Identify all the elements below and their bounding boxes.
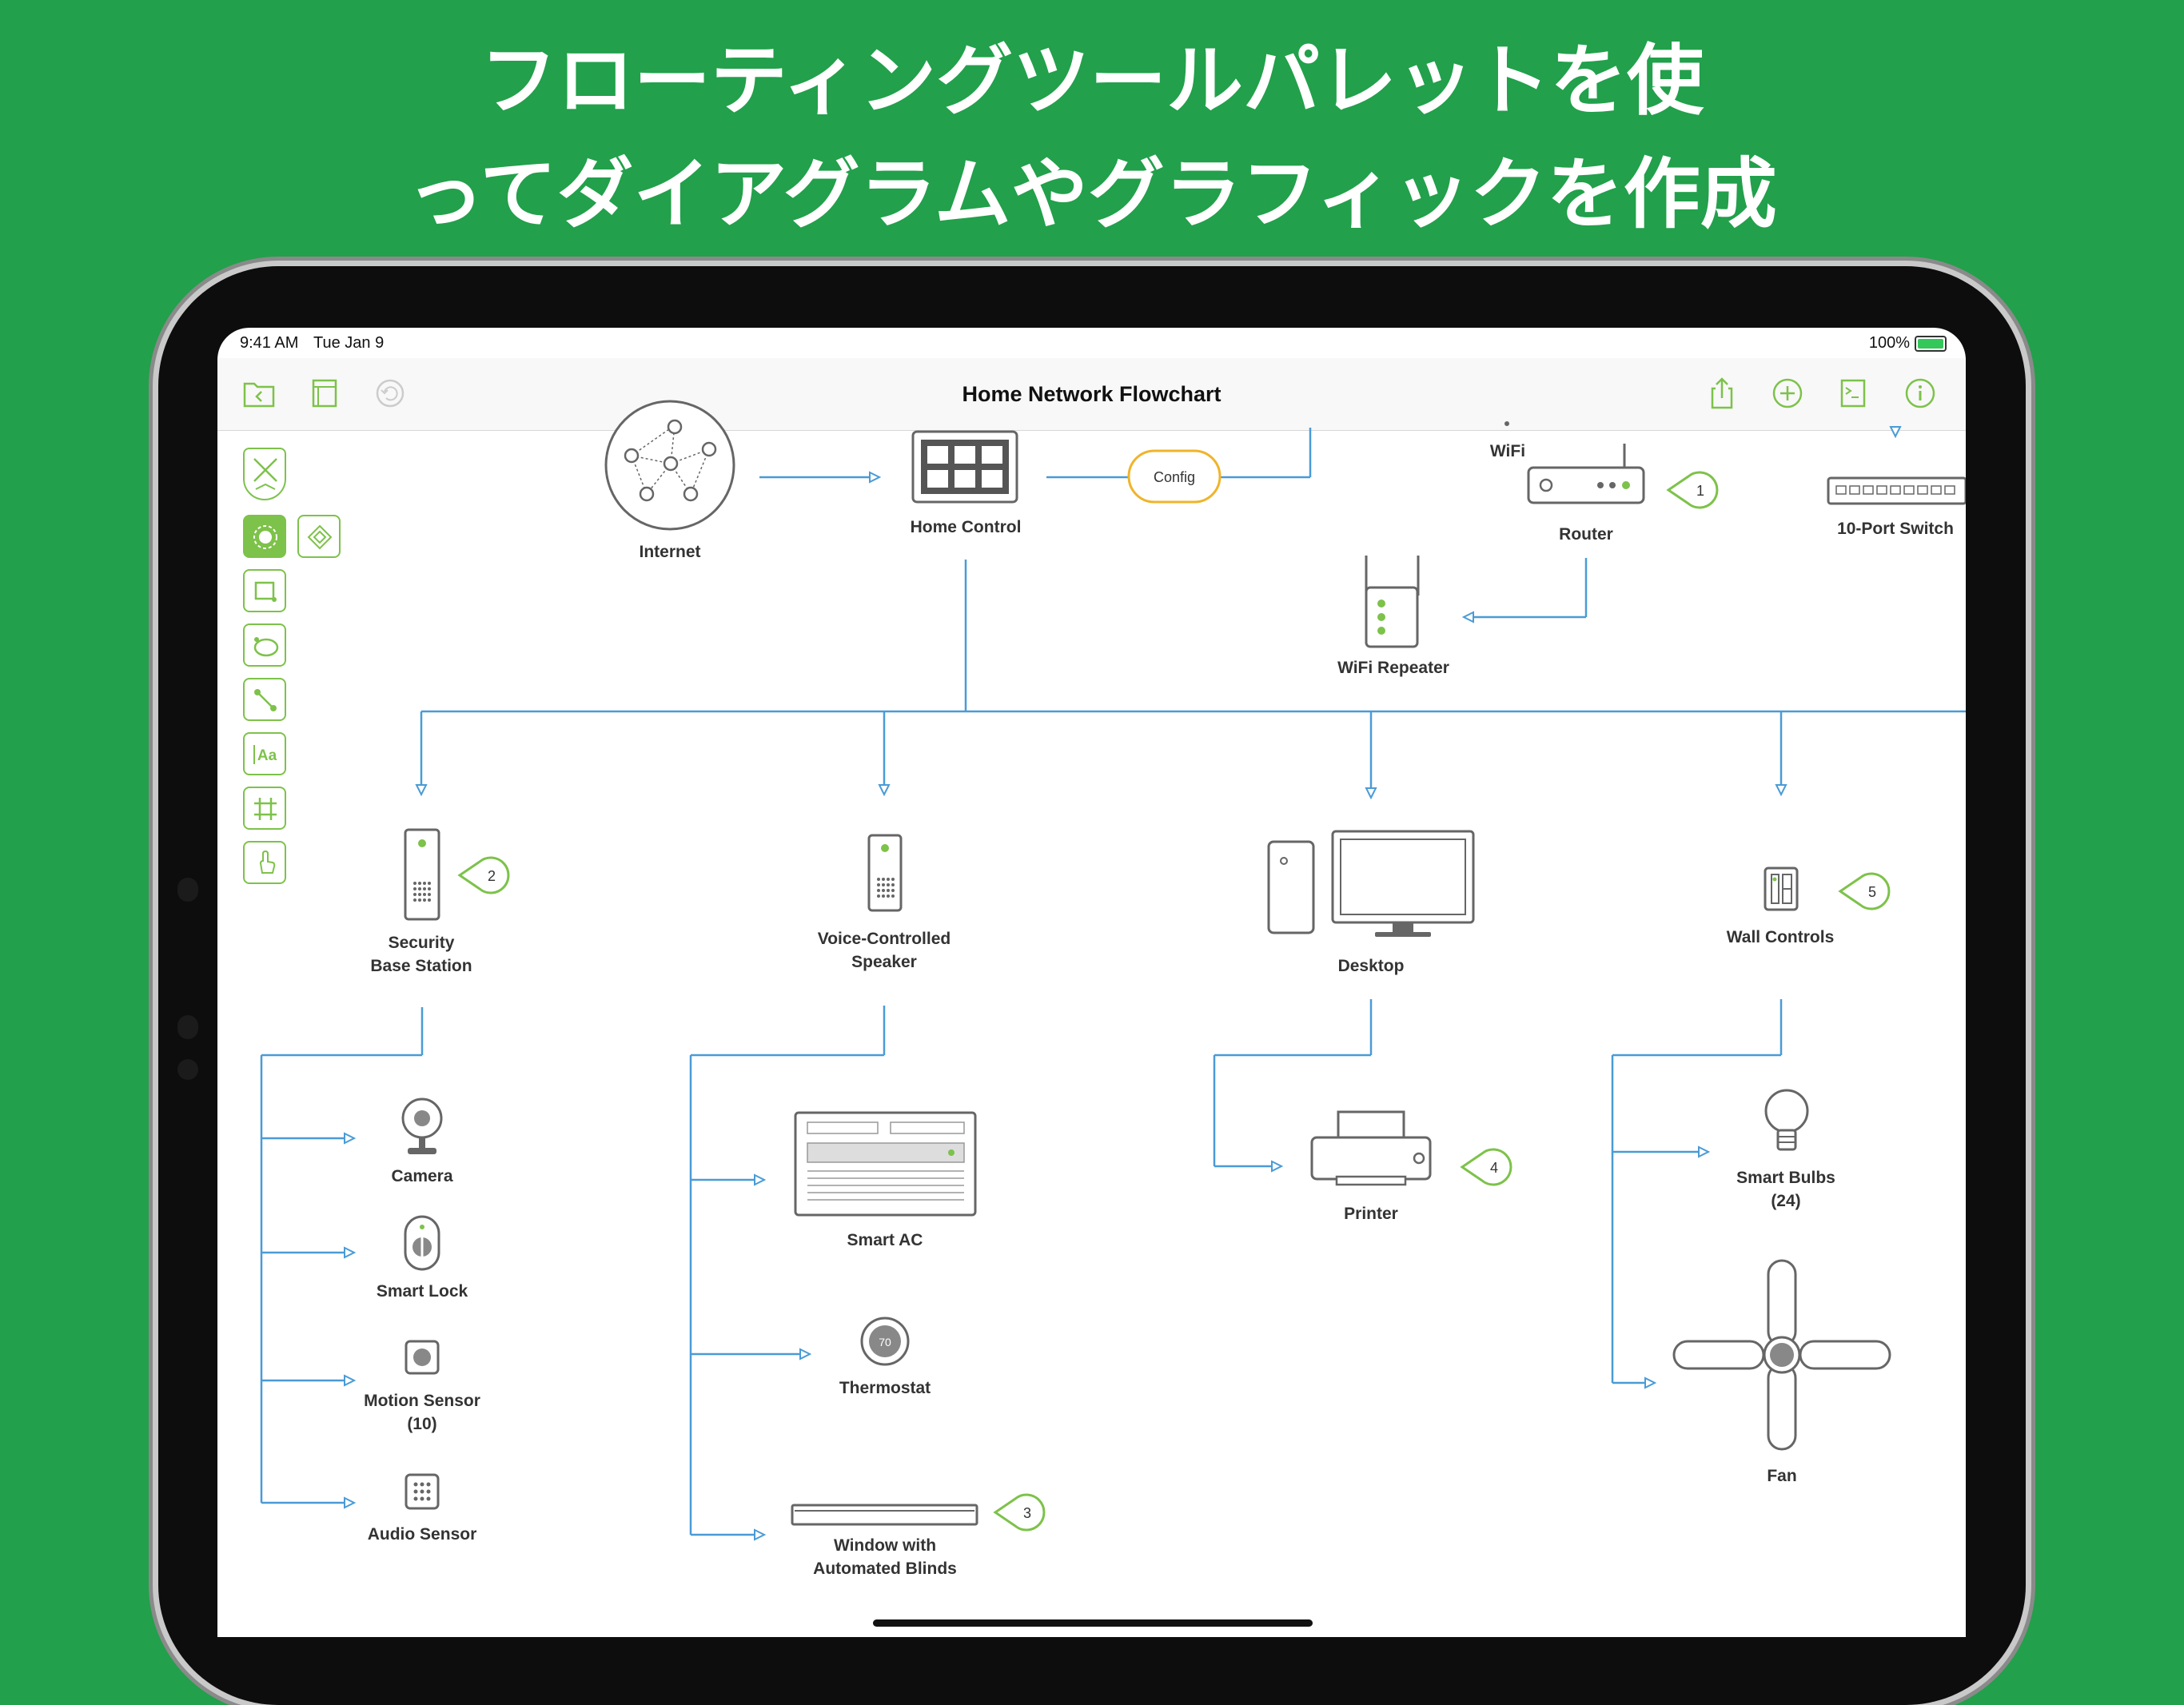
thermostat-reading: 70 xyxy=(879,1336,891,1348)
window-blinds-node[interactable]: Window with Automated Blinds xyxy=(791,1504,978,1578)
internet-label: Internet xyxy=(639,543,700,561)
diagram-tool-button[interactable] xyxy=(243,787,286,830)
camera-dot xyxy=(177,878,198,902)
voice-speaker-node[interactable]: Voice-Controlled Speaker xyxy=(818,834,951,971)
side-button xyxy=(177,1015,198,1039)
router-label: Router xyxy=(1559,525,1613,544)
selection-tool-button[interactable] xyxy=(243,515,286,558)
browse-tool-button[interactable] xyxy=(243,841,286,884)
status-bar: 9:41 AM Tue Jan 9 100% xyxy=(217,328,1966,358)
text-tool-label: Aa xyxy=(257,747,277,764)
headline-line-1: フローティングツールパレットを使 xyxy=(480,36,1704,125)
status-time: 9:41 AM xyxy=(240,334,299,352)
rectangle-tool-button[interactable] xyxy=(243,569,286,612)
callout-2[interactable]: 2 xyxy=(457,856,510,894)
speaker-label-2: Speaker xyxy=(851,953,917,971)
thermostat-node[interactable]: 70 Thermostat xyxy=(839,1317,931,1397)
switch-node[interactable]: 10-Port Switch xyxy=(1827,476,1966,538)
internet-node[interactable]: Internet xyxy=(604,400,735,561)
printer-node[interactable]: Printer xyxy=(1310,1110,1432,1223)
toolbar: Home Network Flowchart xyxy=(217,358,1966,431)
motion-label-1: Motion Sensor xyxy=(364,1392,480,1410)
security-label-1: Security xyxy=(389,934,455,952)
desktop-node[interactable]: Desktop xyxy=(1267,830,1475,975)
text-tool-button[interactable]: Aa xyxy=(243,732,286,775)
config-label: Config xyxy=(1154,469,1195,485)
wall-controls-label: Wall Controls xyxy=(1727,928,1835,946)
add-icon[interactable] xyxy=(1768,374,1807,412)
diagram-canvas[interactable]: Internet Home Control Config WiFi xyxy=(217,328,1966,1637)
info-icon[interactable] xyxy=(1901,374,1939,412)
point-tool-button[interactable] xyxy=(297,515,341,558)
audio-sensor-node[interactable]: Audio Sensor xyxy=(368,1473,477,1544)
smart-bulbs-node[interactable]: Smart Bulbs (24) xyxy=(1736,1089,1835,1210)
blinds-label-2: Automated Blinds xyxy=(813,1560,957,1578)
svg-text:3: 3 xyxy=(1023,1505,1031,1521)
console-icon[interactable] xyxy=(1834,374,1872,412)
printer-label: Printer xyxy=(1344,1205,1398,1223)
smart-lock-label: Smart Lock xyxy=(377,1282,468,1301)
callout-3[interactable]: 3 xyxy=(993,1493,1046,1532)
svg-text:2: 2 xyxy=(488,868,496,884)
callout-4[interactable]: 4 xyxy=(1460,1148,1512,1186)
svg-text:1: 1 xyxy=(1696,483,1704,499)
home-control-label: Home Control xyxy=(911,518,1022,536)
speaker-label-1: Voice-Controlled xyxy=(818,930,951,948)
switch-label: 10-Port Switch xyxy=(1837,520,1954,538)
fan-node[interactable]: Fan xyxy=(1672,1259,1891,1485)
undo-icon[interactable] xyxy=(371,374,409,412)
shape-tool-button[interactable] xyxy=(243,623,286,667)
status-date: Tue Jan 9 xyxy=(313,334,385,352)
motion-label-2: (10) xyxy=(407,1415,436,1433)
line-tool-button[interactable] xyxy=(243,678,286,721)
security-base-station-node[interactable]: Security Base Station xyxy=(370,828,472,975)
router-node[interactable]: Router xyxy=(1527,444,1645,544)
wifi-label: WiFi xyxy=(1490,442,1525,460)
headline: フローティングツールパレットを使 ってダイアグラムやグラフィックを作成 xyxy=(0,24,2184,251)
home-indicator[interactable] xyxy=(873,1619,1313,1627)
bulbs-label-1: Smart Bulbs xyxy=(1736,1169,1835,1187)
motion-sensor-node[interactable]: Motion Sensor (10) xyxy=(364,1340,480,1433)
connectors xyxy=(260,428,1966,1535)
smart-ac-label: Smart AC xyxy=(847,1231,923,1249)
document-title: Home Network Flowchart xyxy=(962,382,1222,406)
camera-node[interactable]: Camera xyxy=(391,1097,453,1185)
blinds-label-1: Window with xyxy=(834,1536,936,1555)
wifi-repeater-node[interactable]: WiFi Repeater xyxy=(1337,556,1449,677)
headline-line-2: ってダイアグラムやグラフィックを作成 xyxy=(407,149,1777,239)
battery-icon xyxy=(1915,336,1947,352)
wifi-repeater-label: WiFi Repeater xyxy=(1337,659,1449,677)
bulbs-label-2: (24) xyxy=(1771,1192,1800,1210)
security-label-2: Base Station xyxy=(370,957,472,975)
share-icon[interactable] xyxy=(1703,374,1741,412)
desktop-label: Desktop xyxy=(1338,957,1405,975)
smart-lock-node[interactable]: Smart Lock xyxy=(377,1215,468,1301)
wifi-node[interactable]: WiFi xyxy=(1490,421,1525,460)
sidebar-toggle-icon[interactable] xyxy=(305,374,344,412)
camera-label: Camera xyxy=(391,1167,452,1185)
callout-1[interactable]: 1 xyxy=(1666,471,1719,509)
home-control-node[interactable]: Home Control xyxy=(911,430,1022,536)
floating-tool-palette: Aa xyxy=(241,448,353,927)
svg-text:4: 4 xyxy=(1490,1160,1498,1176)
thermostat-label: Thermostat xyxy=(839,1379,931,1397)
config-node[interactable]: Config xyxy=(1127,449,1222,504)
svg-text:5: 5 xyxy=(1868,884,1876,900)
screen: 9:41 AM Tue Jan 9 100% Home Network Flow… xyxy=(217,328,1966,1637)
callout-5[interactable]: 5 xyxy=(1838,872,1891,910)
smart-ac-node[interactable]: Smart AC xyxy=(794,1111,977,1249)
folder-back-icon[interactable] xyxy=(240,374,278,412)
battery-percent: 100% xyxy=(1868,334,1910,352)
side-button xyxy=(177,1059,198,1080)
audio-sensor-label: Audio Sensor xyxy=(368,1525,477,1544)
fan-label: Fan xyxy=(1767,1467,1796,1485)
pen-tool-button[interactable] xyxy=(243,448,286,500)
wall-controls-node[interactable]: Wall Controls xyxy=(1727,866,1835,946)
